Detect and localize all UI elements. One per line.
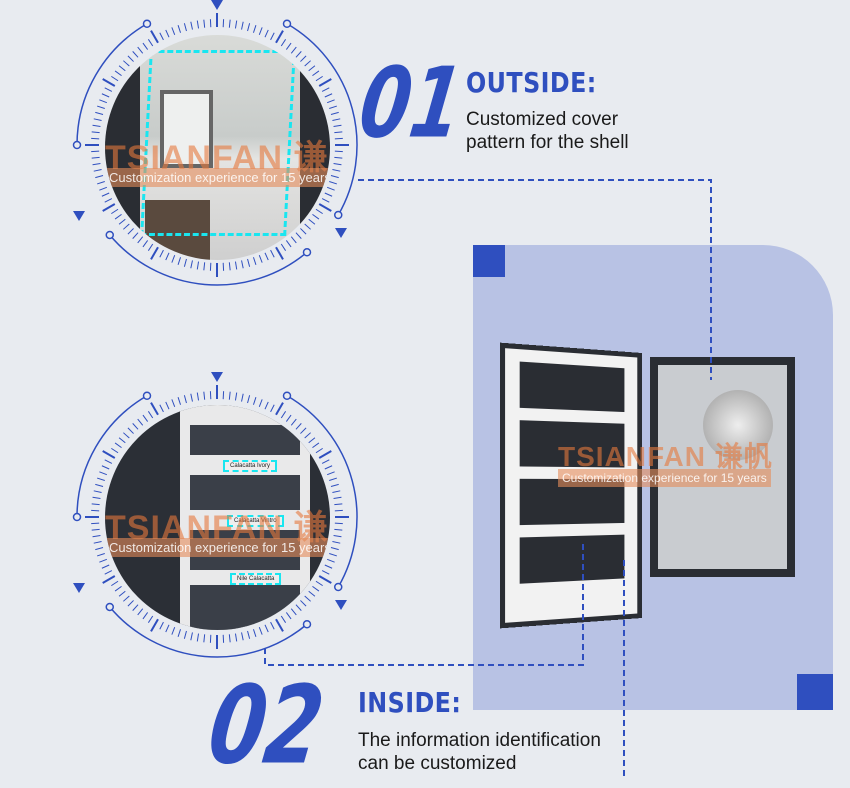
description-line: Customized cover: [466, 108, 629, 131]
section-description-outside: Customized cover pattern for the shell: [466, 108, 629, 154]
section-title-inside: INSIDE:: [358, 686, 461, 719]
section-number-01: 01: [354, 54, 468, 151]
section-number-02: 02: [203, 672, 330, 780]
description-line: pattern for the shell: [466, 131, 629, 154]
section-description-inside: The information identification can be cu…: [358, 729, 601, 775]
section-title-outside: OUTSIDE:: [466, 66, 597, 99]
description-line: can be customized: [358, 752, 601, 775]
description-line: The information identification: [358, 729, 601, 752]
